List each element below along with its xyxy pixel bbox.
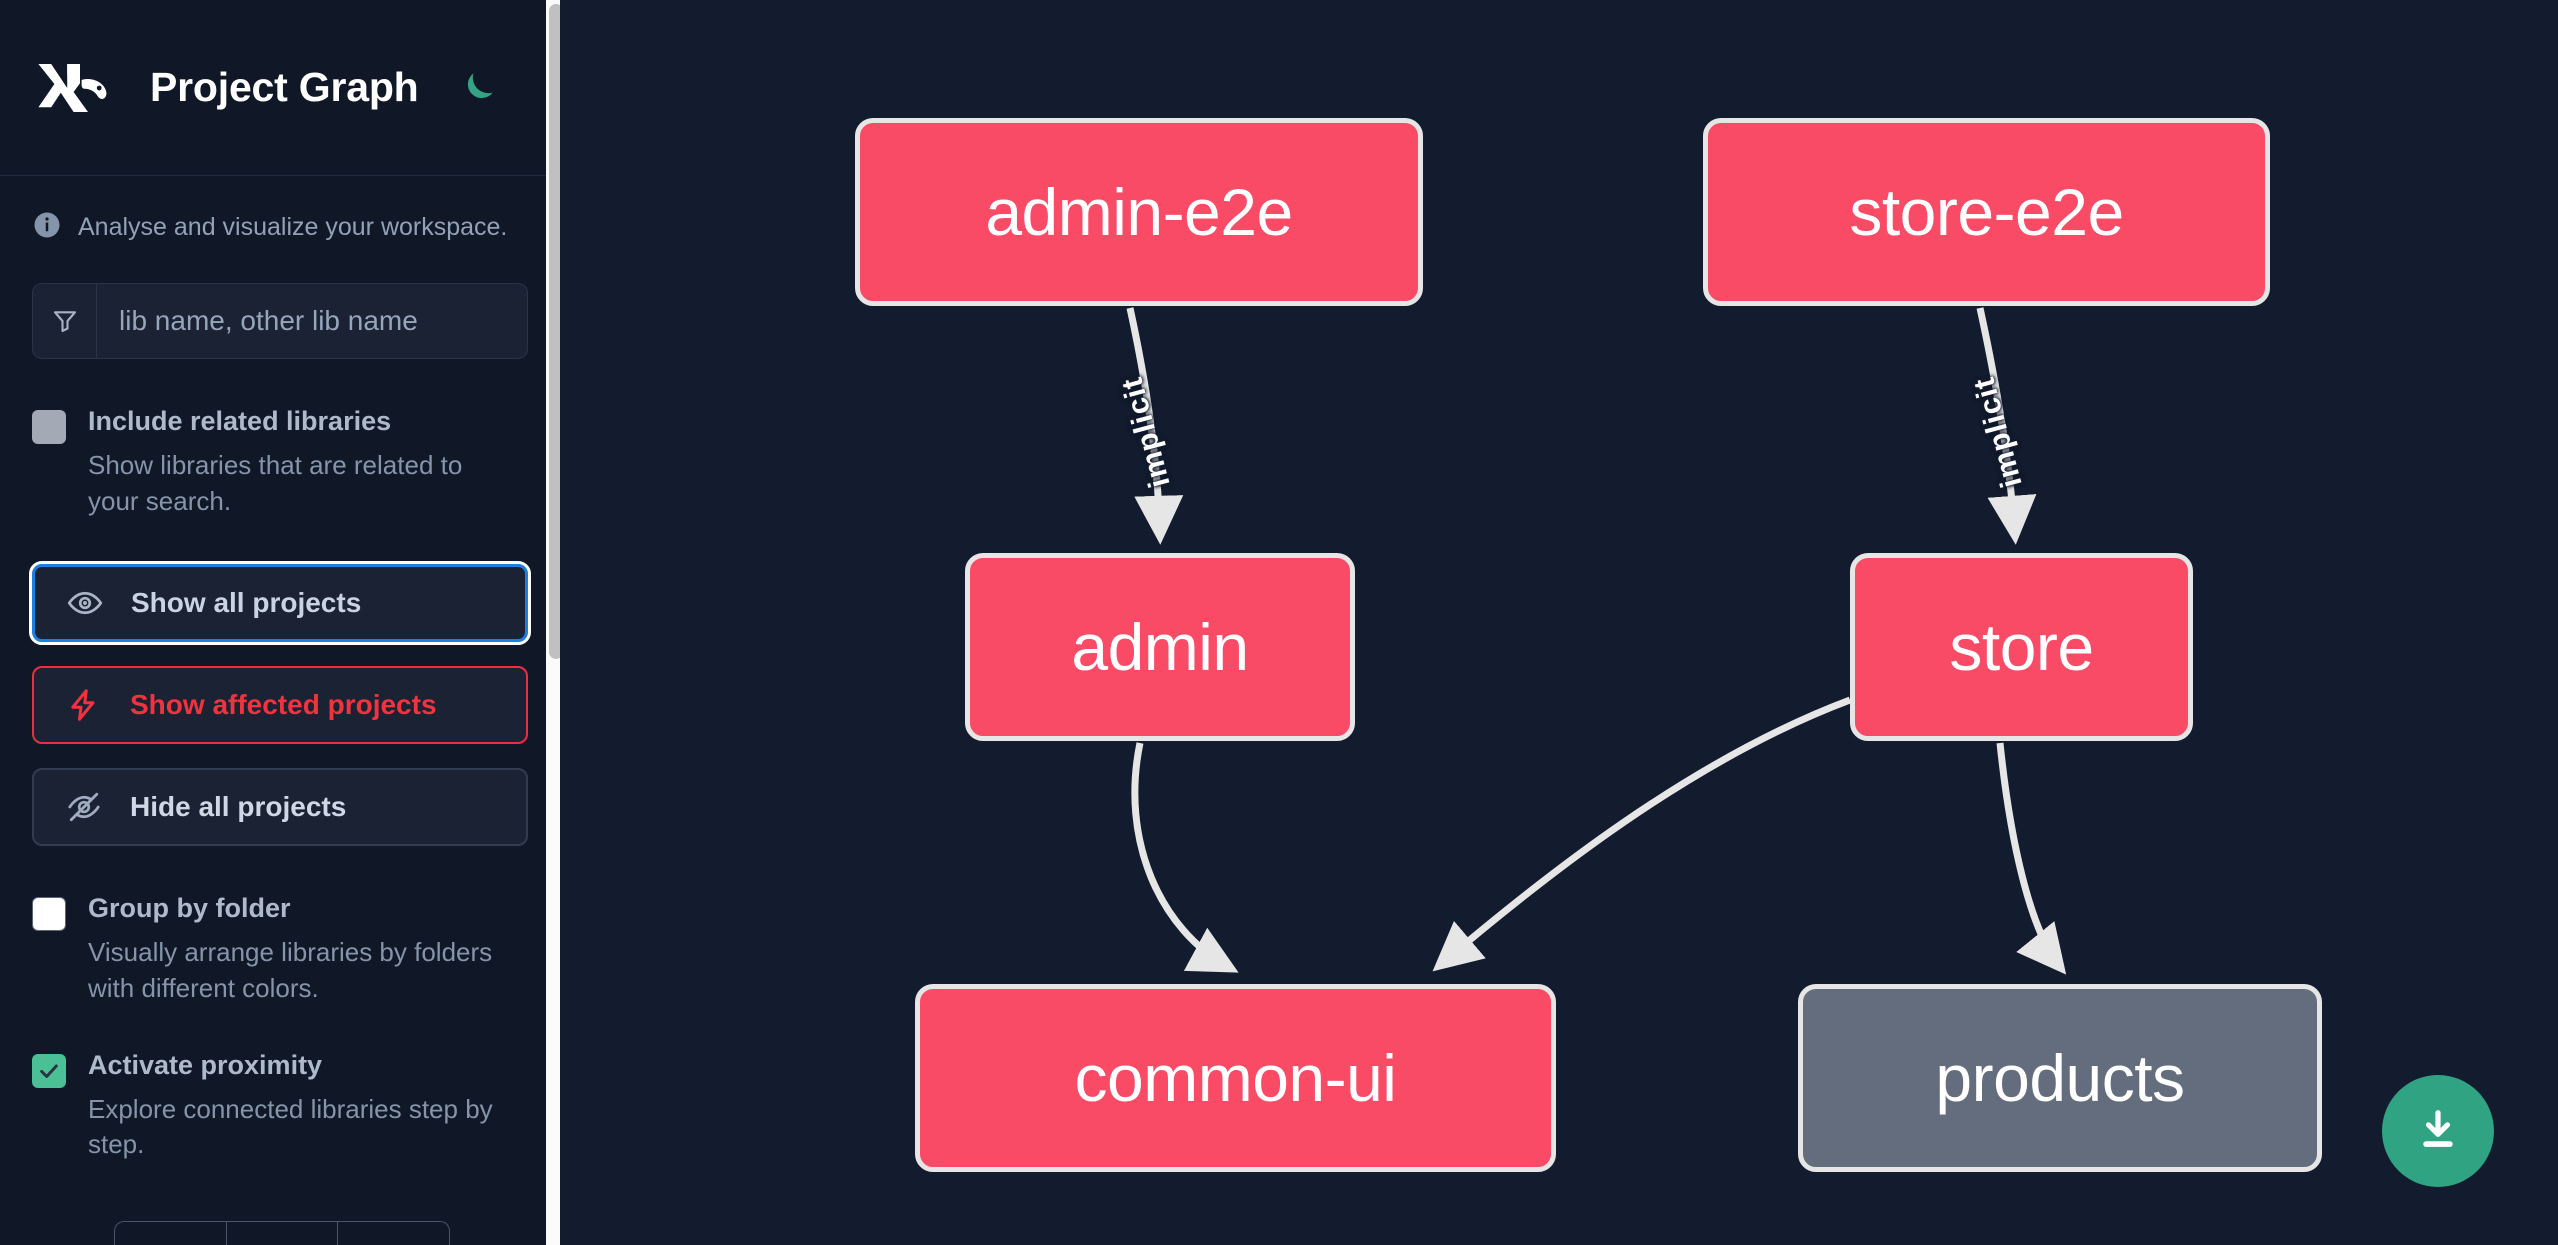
show-all-projects-button[interactable]: Show all projects	[29, 560, 531, 645]
graph-node-store-label: store	[1949, 610, 2094, 684]
hide-all-projects-label: Hide all projects	[130, 790, 347, 822]
sidebar: Project Graph Analyse and visualize your…	[0, 0, 560, 1245]
graph-node-admin-e2e-label: admin-e2e	[985, 175, 1293, 249]
checkbox-include-related-libraries-label: Include related libraries	[88, 406, 392, 436]
filter-box[interactable]	[32, 283, 528, 359]
graph-node-admin-label: admin	[1071, 610, 1249, 684]
graph-node-admin-e2e[interactable]: admin-e2e	[855, 118, 1423, 306]
funnel-icon	[33, 284, 97, 358]
hide-all-projects-button[interactable]: Hide all projects	[32, 767, 528, 846]
download-icon	[2412, 1104, 2464, 1159]
edge-store-products	[1996, 742, 2067, 975]
workspace-info-text: Analyse and visualize your workspace.	[78, 213, 508, 241]
graph-node-store[interactable]: store	[1850, 553, 2193, 741]
checkbox-group-by-folder-box[interactable]	[32, 896, 66, 931]
proximity-segmented-control[interactable]	[114, 1221, 450, 1245]
sidebar-header: Project Graph	[0, 0, 560, 176]
info-icon	[32, 210, 62, 245]
graph-node-common-ui-label: common-ui	[1074, 1041, 1397, 1115]
checkbox-group-by-folder[interactable]: Group by folder Visually arrange librari…	[32, 892, 528, 1007]
show-all-projects-label: Show all projects	[131, 586, 362, 618]
graph-edges	[1126, 307, 2067, 975]
edge-admin-common-ui	[1131, 742, 1239, 973]
moon-icon[interactable]	[455, 65, 501, 111]
graph-node-common-ui[interactable]: common-ui	[915, 984, 1556, 1172]
download-button[interactable]	[2382, 1075, 2494, 1187]
nx-logo-icon	[32, 53, 128, 123]
show-affected-projects-label: Show affected projects	[130, 688, 437, 720]
projects-button-group: Show all projects Show affected projects	[29, 560, 531, 846]
graph-node-admin[interactable]: admin	[965, 553, 1355, 741]
checkbox-activate-proximity-box[interactable]	[32, 1053, 66, 1088]
project-graph-canvas[interactable]: admin-e2e store-e2e admin store common-u…	[560, 0, 2558, 1245]
workspace-info: Analyse and visualize your workspace.	[32, 176, 528, 275]
segment-1[interactable]	[115, 1222, 227, 1245]
sidebar-scrollbar-thumb[interactable]	[549, 4, 560, 659]
page-title: Project Graph	[150, 64, 419, 110]
checkbox-include-related-libraries-box[interactable]	[32, 410, 66, 444]
checkbox-include-related-libraries-description: Show libraries that are related to your …	[88, 450, 463, 516]
graph-node-store-e2e-label: store-e2e	[1849, 175, 2124, 249]
show-affected-projects-button[interactable]: Show affected projects	[32, 665, 528, 744]
graph-node-products-label: products	[1935, 1041, 2185, 1115]
segment-3[interactable]	[338, 1222, 449, 1245]
checkbox-group-by-folder-description: Visually arrange libraries by folders wi…	[88, 936, 493, 1003]
eye-off-icon	[64, 787, 104, 827]
checkbox-activate-proximity-description: Explore connected libraries step by step…	[88, 1093, 493, 1160]
checkbox-activate-proximity-label: Activate proximity	[88, 1049, 323, 1080]
sidebar-scrollbar[interactable]	[546, 0, 560, 1245]
sidebar-body: Analyse and visualize your workspace. In…	[0, 176, 560, 1163]
eye-icon	[65, 583, 105, 623]
graph-node-store-e2e[interactable]: store-e2e	[1703, 118, 2270, 306]
edge-store-e2e-store	[1976, 307, 2037, 545]
edge-admin-e2e-admin	[1126, 307, 1184, 545]
edge-store-common-ui	[1432, 696, 1852, 972]
checkbox-activate-proximity[interactable]: Activate proximity Explore connected lib…	[32, 1049, 528, 1164]
checkbox-group-by-folder-label: Group by folder	[88, 892, 291, 923]
graph-node-products[interactable]: products	[1798, 984, 2322, 1172]
checkbox-include-related-libraries[interactable]: Include related libraries Show libraries…	[32, 405, 528, 520]
bolt-icon	[64, 685, 104, 725]
search-input[interactable]	[97, 284, 527, 358]
segment-2[interactable]	[227, 1222, 339, 1245]
